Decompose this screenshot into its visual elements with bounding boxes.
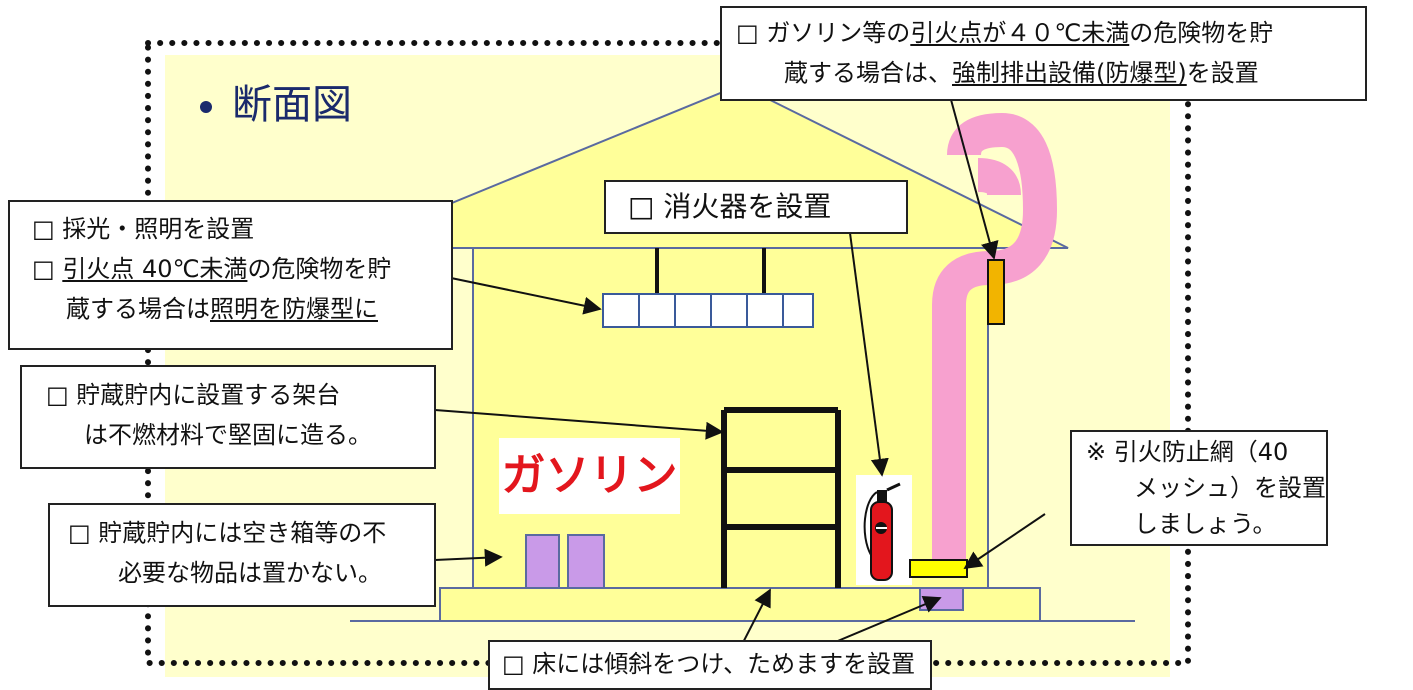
underlined-text: 照明を防爆型に [210,295,378,323]
callout-line: ※ 引火防止網（40 [1086,438,1289,466]
callout-line: しましょう。 [1134,510,1277,538]
drain-sump [919,587,964,611]
title-text: 断面図 [232,82,352,128]
text: の危険物を貯 [1129,19,1274,47]
callout-line: 蔵する場合は照明を防爆型に [32,289,451,329]
bullet-icon [200,101,212,113]
arrow-vent [949,95,999,260]
callout-flame-arrester: ※ 引火防止網（40 メッシュ）を設置 しましょう。 [1070,430,1328,546]
callout-text: □ 消火器を設置 [628,190,832,223]
callout-text: □ 床には傾斜をつけ、ためますを設置 [502,650,916,678]
callout-line: は不燃材料で堅固に造る。 [84,421,372,449]
arrow-extinguisher [849,232,889,477]
light-fixture [602,293,814,328]
arrow-floor-right [832,595,942,644]
text: 蔵する場合は [66,295,210,323]
gasoline-label: ガソリン [499,438,680,514]
empty-box [567,534,605,589]
exhaust-duct [932,113,1057,560]
fire-extinguisher-icon [856,475,912,585]
empty-box [525,534,560,589]
arrow-rack [434,409,724,440]
exhaust-fan [987,259,1005,325]
callout-extinguisher: □ 消火器を設置 [604,180,908,234]
text: 蔵する場合は、 [784,59,952,87]
callout-line: □ 採光・照明を設置 [32,215,255,243]
callout-line: □ 貯蔵貯内には空き箱等の不 [68,519,387,547]
text: を設置 [1186,59,1259,87]
callout-storage: □ 貯蔵貯内には空き箱等の不 必要な物品は置かない。 [48,503,436,607]
callout-line: 必要な物品は置かない。 [118,559,382,587]
callout-line: □ 貯蔵貯内に設置する架台 [46,381,341,409]
text: の危険物を貯 [247,255,392,283]
arrow-mesh [963,513,1046,570]
underlined-text: 引火点 40℃未満 [62,255,248,283]
callout-line: □ ガソリン等の引火点が４０℃未満の危険物を貯 [736,13,1365,53]
underlined-text: 強制排出設備(防爆型) [952,59,1187,87]
callout-line: □ 引火点 40℃未満の危険物を貯 [32,249,451,289]
callout-exhaust: □ ガソリン等の引火点が４０℃未満の危険物を貯 蔵する場合は、強制排出設備(防爆… [720,6,1367,101]
callout-floor: □ 床には傾斜をつけ、ためますを設置 [488,640,932,690]
callout-line: メッシュ）を設置 [1134,474,1326,502]
storage-rack [721,407,841,588]
arrow-lighting [450,277,602,315]
arrow-storage [434,548,503,567]
underlined-text: 引火点が４０℃未満 [910,19,1130,47]
flame-arrester-mesh [909,559,968,578]
callout-lighting: □ 採光・照明を設置 □ 引火点 40℃未満の危険物を貯 蔵する場合は照明を防爆… [8,200,453,350]
callout-line: 蔵する場合は、強制排出設備(防爆型)を設置 [736,53,1365,93]
callout-rack: □ 貯蔵貯内に設置する架台 は不燃材料で堅固に造る。 [20,365,436,469]
text: □ [32,255,63,283]
text: □ ガソリン等の [736,19,911,47]
page-title: 断面図 [200,72,352,130]
